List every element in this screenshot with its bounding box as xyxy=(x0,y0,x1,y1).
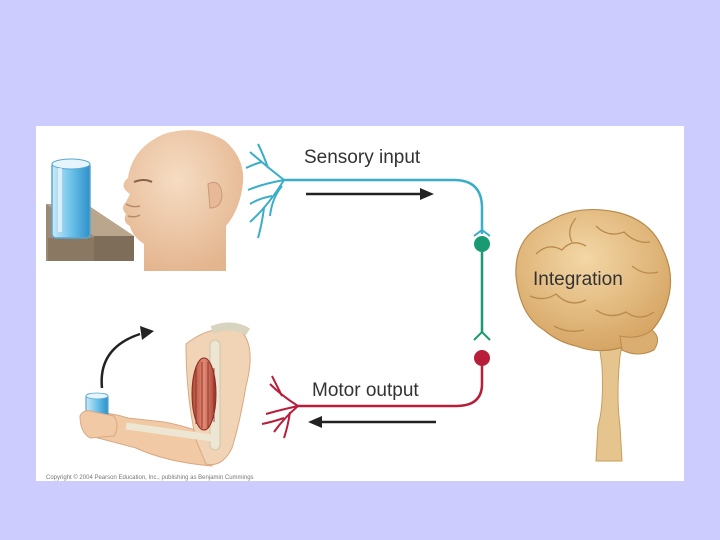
curved-motion-arrow xyxy=(102,326,154,388)
hand-glass-icon xyxy=(80,393,117,438)
copyright-notice: Copyright © 2004 Pearson Education, Inc.… xyxy=(46,475,254,481)
sensory-direction-arrow xyxy=(306,188,434,200)
brain-icon xyxy=(516,210,671,461)
motor-nerve-endings xyxy=(262,376,298,438)
water-glass-icon xyxy=(52,159,90,238)
figure-drawing xyxy=(36,126,684,481)
nervous-system-figure: Sensory input Integration Motor output C… xyxy=(36,126,684,481)
motor-direction-arrow xyxy=(308,416,436,428)
sensory-input-label: Sensory input xyxy=(304,147,420,169)
arm-muscle-icon xyxy=(84,326,250,466)
interneuron xyxy=(474,236,490,340)
sensory-nerve-endings xyxy=(246,144,284,238)
motor-output-label: Motor output xyxy=(312,380,419,402)
human-head-icon xyxy=(123,130,243,271)
integration-label: Integration xyxy=(533,269,623,291)
sensory-nerve-path xyxy=(284,180,482,234)
